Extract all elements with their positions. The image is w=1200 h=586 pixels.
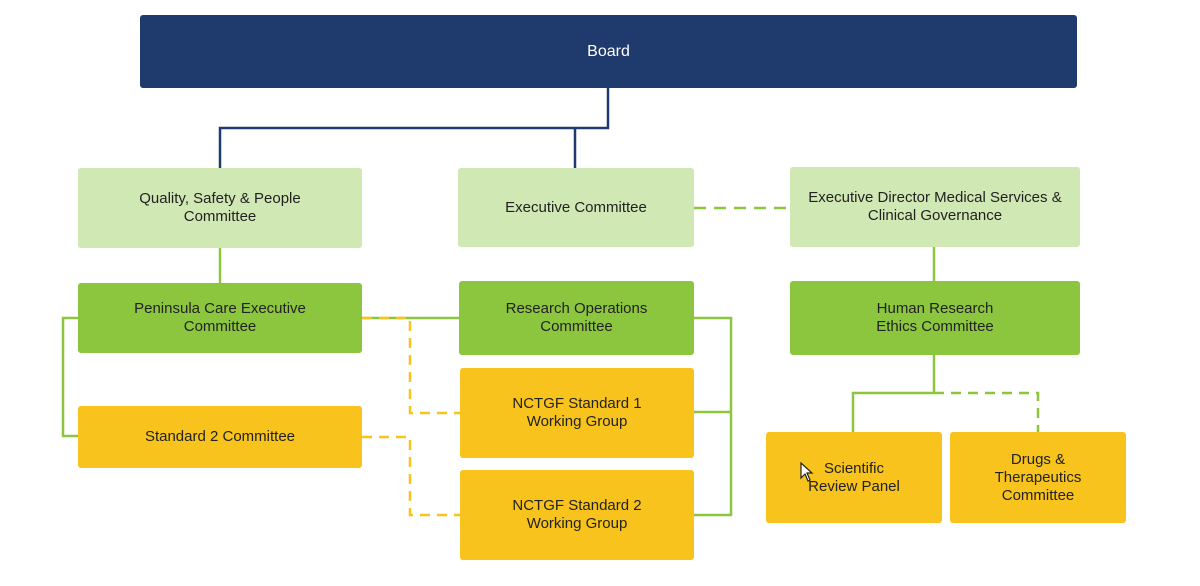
node-board-label: Board (587, 42, 630, 60)
connector-peninsula-standard2 (61, 316, 78, 438)
node-research-operations: Research Operations Committee (459, 281, 694, 355)
node-research-ops-label: Research Operations Committee (505, 300, 648, 335)
node-executive-label: Executive Committee (505, 198, 647, 216)
node-peninsula-label: Peninsula Care Executive Committee (134, 300, 306, 335)
node-standard-2-committee: Standard 2 Committee (78, 406, 362, 468)
connector-research-bracket (694, 316, 733, 517)
node-executive-committee: Executive Committee (458, 168, 694, 247)
connector-hrec-drugs-dashed (934, 391, 1040, 432)
node-hrec-label: Human Research Ethics Committee (876, 300, 994, 335)
node-exec-director-label: Executive Director Medical Services & Cl… (808, 189, 1062, 224)
node-board: Board (140, 15, 1077, 88)
node-scientific-review-panel: Scientific Review Panel (766, 432, 942, 523)
node-drugs-therapeutics: Drugs & Therapeutics Committee (950, 432, 1126, 523)
node-nctgf2-label: NCTGF Standard 2 Working Group (512, 497, 642, 532)
connector-peninsula-nctgf1-dashed (362, 316, 460, 415)
node-peninsula-care: Peninsula Care Executive Committee (78, 283, 362, 353)
node-drugs-label: Drugs & Therapeutics Committee (994, 450, 1082, 504)
mouse-cursor-icon (800, 462, 814, 482)
node-quality-safety-people: Quality, Safety & People Committee (78, 168, 362, 248)
connector-hrec-scientific (851, 355, 936, 432)
node-nctgf-standard-2: NCTGF Standard 2 Working Group (460, 470, 694, 560)
node-scientific-label: Scientific Review Panel (808, 459, 900, 495)
connector-standard2-nctgf2-dashed (362, 435, 460, 517)
node-standard2-label: Standard 2 Committee (144, 428, 296, 445)
node-executive-director: Executive Director Medical Services & Cl… (790, 167, 1080, 247)
node-nctgf1-label: NCTGF Standard 1 Working Group (512, 395, 642, 430)
node-quality-label: Quality, Safety & People Committee (139, 190, 301, 225)
node-nctgf-standard-1: NCTGF Standard 1 Working Group (460, 368, 694, 458)
node-hrec: Human Research Ethics Committee (790, 281, 1080, 355)
connector-board-down (218, 88, 610, 168)
